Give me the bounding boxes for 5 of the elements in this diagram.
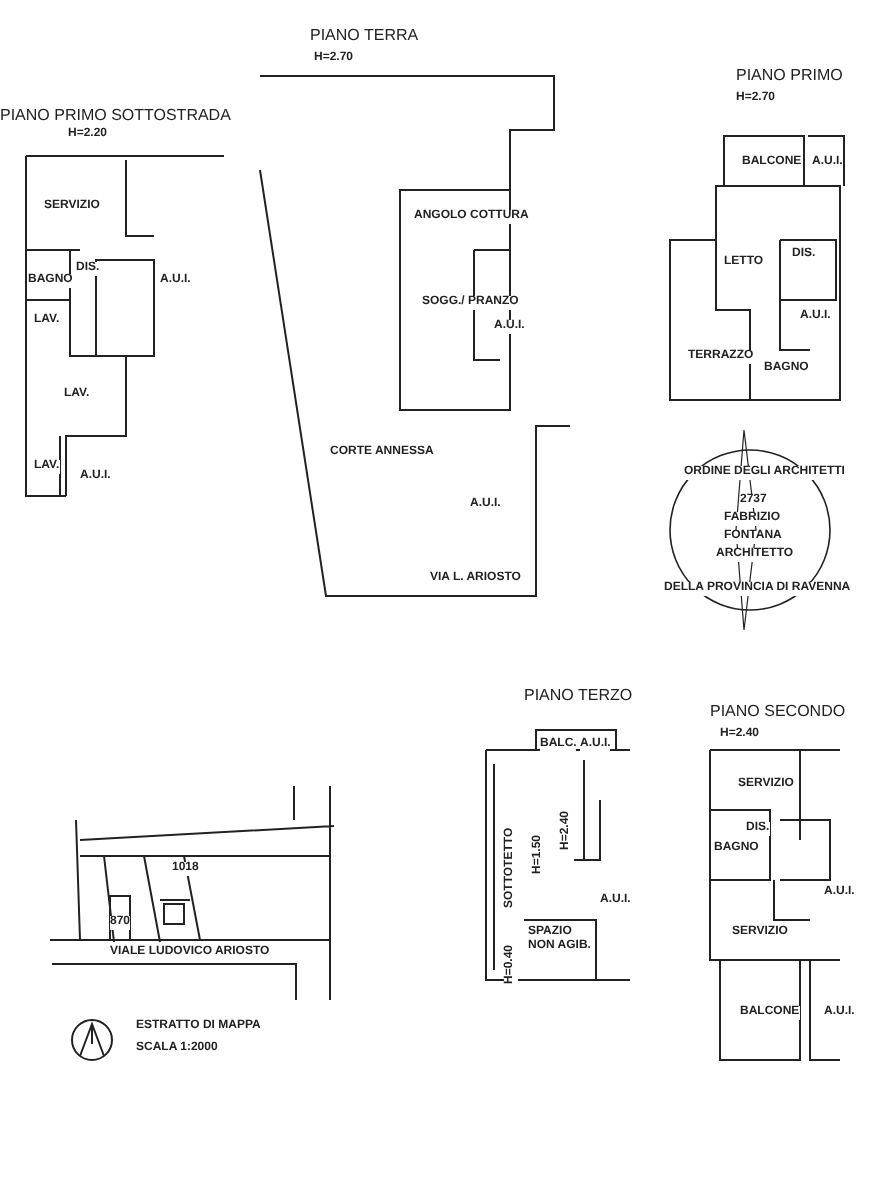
floor-title: PIANO TERRA bbox=[310, 28, 419, 42]
floor-title: PIANO TERZO bbox=[524, 688, 633, 702]
floor-title: PIANO PRIMO bbox=[736, 68, 843, 82]
floor-title: PIANO SECONDO bbox=[710, 704, 846, 718]
floor-title: PIANO PRIMO SOTTOSTRADA bbox=[0, 108, 231, 122]
